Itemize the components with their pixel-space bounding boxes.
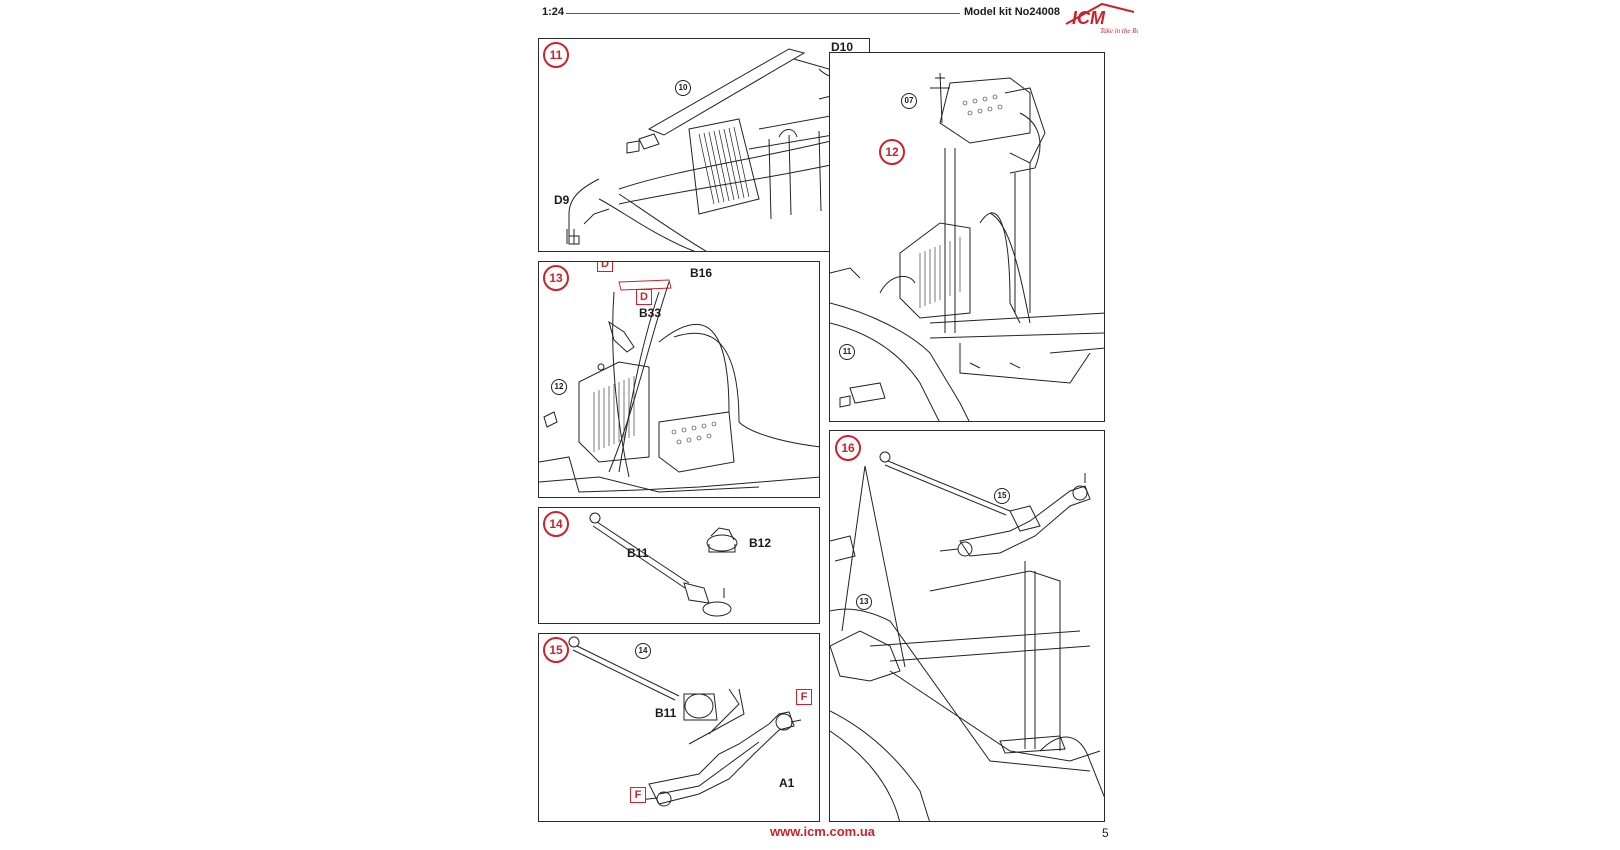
step-13-panel: 13 12 D D B16 B33 [538,261,820,498]
step-11-panel: 11 10 D10 D9 [538,38,870,252]
step-15-panel: 15 14 B11 A1 F F [538,633,820,822]
reference-callout: 07 [901,93,917,109]
reference-callout: 12 [551,379,567,395]
step-16-drawing [830,451,1104,821]
kit-number: Model kit No24008 [964,6,1060,18]
svg-text:Take in the Real: Take in the Real [1100,27,1138,35]
header-rule [566,13,960,14]
reference-callout: 10 [675,80,691,96]
step-12-drawing [830,72,1104,421]
step-13-drawing [539,279,819,493]
step-number-badge: 14 [543,511,569,537]
step-14-drawing [589,512,738,617]
step-number-badge: 12 [879,139,905,165]
step-12-panel: 12 07 11 [829,52,1105,422]
part-label: D10 [831,40,854,54]
step-16-panel: 16 15 13 [829,430,1105,822]
part-label: B11 [655,706,677,720]
part-label: D9 [554,193,570,207]
part-label: B11 [627,546,649,560]
scale-label: 1:24 [542,6,565,18]
reference-callout: 11 [839,344,855,360]
reference-callout: 15 [994,488,1010,504]
part-label: A1 [779,776,795,790]
icm-logo: ICM Take in the Real [1062,0,1145,36]
step-number-badge: 13 [543,265,569,291]
part-label: B12 [749,536,772,550]
paint-marker: D [597,262,613,272]
page-number: 5 [1102,826,1109,840]
svg-text:ICM: ICM [1072,8,1106,28]
paint-marker: F [796,689,812,705]
reference-callout: 13 [856,594,872,610]
step-11-drawing [566,48,869,251]
step-number-badge: 15 [543,637,569,663]
website-link[interactable]: www.icm.com.ua [770,824,875,839]
step-15-drawing [568,636,802,807]
reference-callout: 14 [635,643,651,659]
paint-marker: F [630,787,646,803]
part-label: B33 [639,306,662,320]
step-number-badge: 11 [543,42,569,68]
step-number-badge: 16 [835,435,861,461]
part-label: B16 [690,266,713,280]
step-14-panel: 14 B11 B12 [538,507,820,624]
paint-marker: D [636,289,652,305]
